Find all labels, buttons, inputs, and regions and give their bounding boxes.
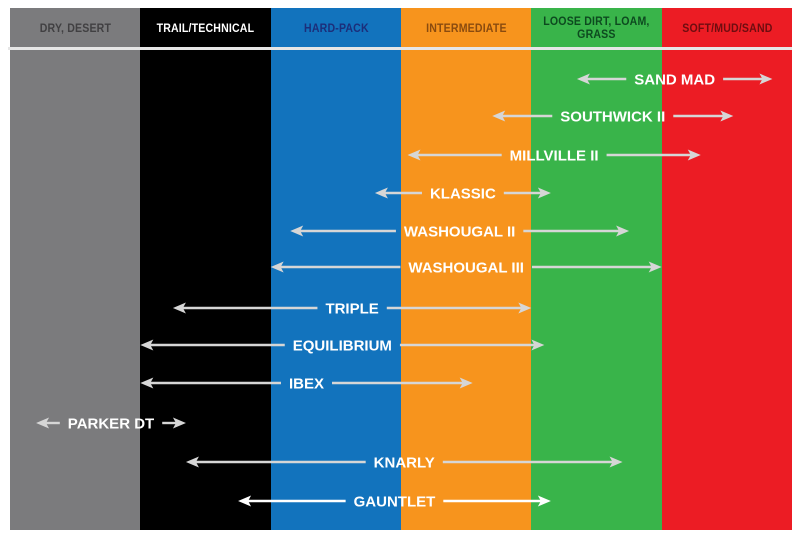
tire-range-ibex: IBEX	[140, 376, 473, 393]
tire-range-washougal-ii: WASHOUGAL II	[290, 224, 630, 241]
arrow-head-left	[238, 495, 252, 507]
arrow-head-right	[687, 149, 701, 161]
arrow-head-left	[576, 73, 590, 85]
tire-label: TRIPLE	[325, 301, 378, 318]
arrow-head-left	[172, 302, 186, 314]
arrow-head-left	[140, 377, 154, 389]
terrain-column-4: LOOSE DIRT, LOAM, GRASS	[531, 8, 663, 530]
arrow-head-right	[720, 110, 734, 122]
tire-label: IBEX	[289, 376, 324, 393]
arrow-head-right	[518, 302, 532, 314]
column-header: HARD-PACK	[303, 20, 369, 35]
arrow-head-right	[609, 456, 623, 468]
column-header: LOOSE DIRT, LOAM, GRASS	[543, 14, 650, 41]
tire-label: SAND MAD	[634, 72, 715, 89]
column-header: TRAIL/TECHNICAL	[156, 20, 255, 35]
header-divider	[8, 47, 792, 50]
tire-label: GAUNTLET	[354, 494, 436, 511]
arrow-head-right	[531, 339, 545, 351]
terrain-column-0: DRY, DESERT	[10, 8, 141, 530]
arrow-head-right	[459, 377, 473, 389]
tire-range-parker-dt: PARKER DT	[36, 416, 186, 433]
tire-range-equilibrium: EQUILIBRIUM	[140, 338, 545, 355]
tire-range-triple: TRIPLE	[172, 301, 532, 318]
tire-label: WASHOUGAL III	[408, 260, 524, 277]
arrow-head-right	[648, 261, 662, 273]
arrow-head-left	[290, 225, 304, 237]
arrow-head-left	[407, 149, 421, 161]
terrain-column-1: TRAIL/TECHNICAL	[140, 8, 272, 530]
arrow-head-left	[492, 110, 506, 122]
tire-range-washougal-iii: WASHOUGAL III	[270, 260, 662, 277]
arrow-head-left	[36, 417, 50, 429]
tire-label: WASHOUGAL II	[404, 224, 515, 241]
terrain-column-5: SOFT/MUD/SAND	[661, 8, 793, 530]
column-header: INTERMEDIATE	[426, 20, 507, 35]
tire-range-klassic: KLASSIC	[374, 186, 551, 203]
arrow-head-left	[140, 339, 154, 351]
tire-range-sand-mad: SAND MAD	[576, 72, 773, 89]
arrow-head-right	[537, 187, 551, 199]
tire-label: KLASSIC	[430, 186, 496, 203]
column-header: SOFT/MUD/SAND	[681, 20, 773, 35]
tire-label: PARKER DT	[68, 416, 154, 433]
arrow-head-right	[172, 417, 186, 429]
tire-label: MILLVILLE II	[510, 148, 599, 165]
arrow-head-right	[616, 225, 630, 237]
tire-range-millville-ii: MILLVILLE II	[407, 148, 701, 165]
tire-range-knarly: KNARLY	[185, 455, 623, 472]
tire-label: KNARLY	[374, 455, 435, 472]
column-header: DRY, DESERT	[39, 20, 112, 35]
arrow-head-left	[185, 456, 199, 468]
tire-label: SOUTHWICK II	[560, 109, 665, 126]
tire-range-gauntlet: GAUNTLET	[238, 494, 551, 511]
tire-range-southwick-ii: SOUTHWICK II	[492, 109, 734, 126]
arrow-head-right	[759, 73, 773, 85]
arrow-head-left	[270, 261, 284, 273]
terrain-column-2: HARD-PACK	[270, 8, 402, 530]
arrow-head-right	[537, 495, 551, 507]
terrain-column-3: INTERMEDIATE	[400, 8, 532, 530]
arrow-head-left	[374, 187, 388, 199]
tire-label: EQUILIBRIUM	[293, 338, 392, 355]
